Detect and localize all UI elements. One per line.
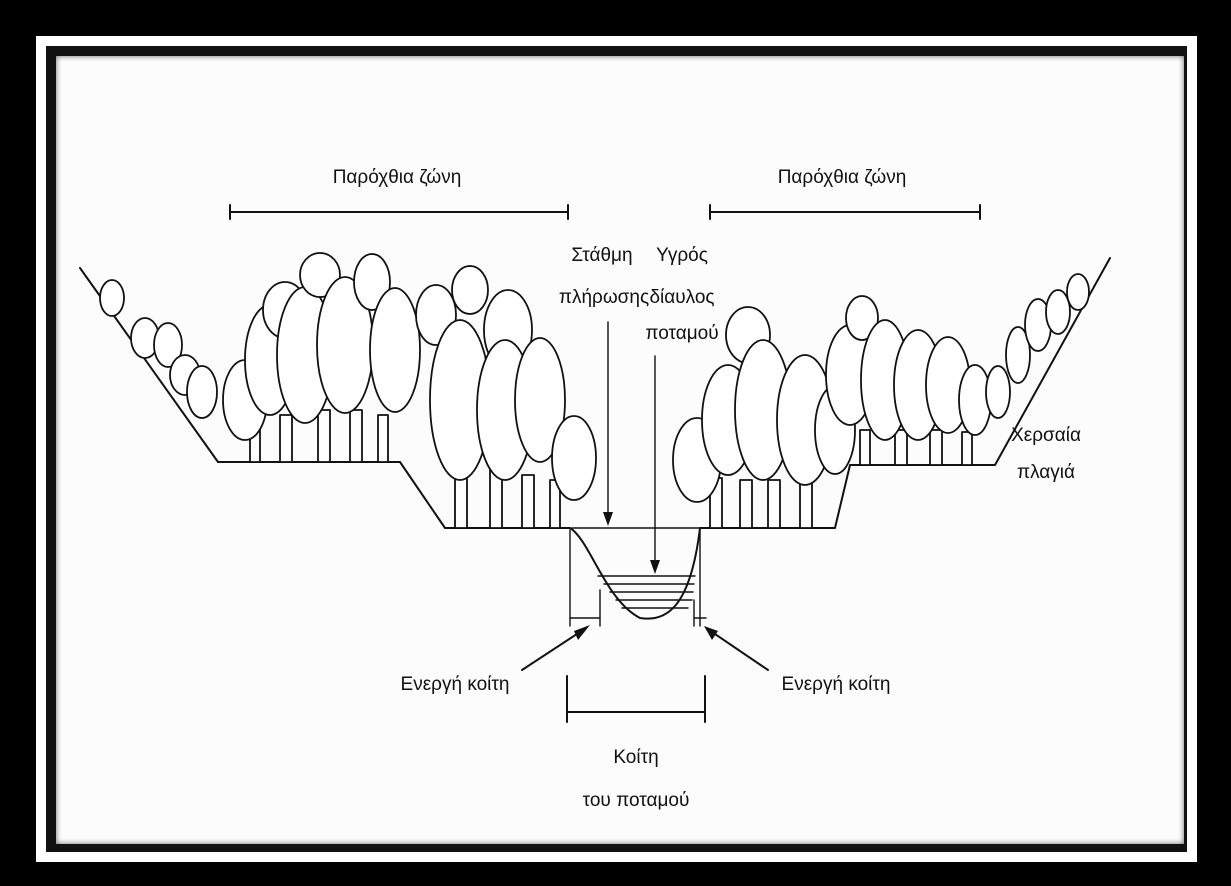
tree-group-left-terrace: [223, 253, 456, 462]
active-channel-markers: [570, 530, 706, 626]
tree-group-left-slope: [100, 280, 217, 418]
label-active-bank-left: Ενεργή κοίτη: [401, 674, 510, 695]
wetted-channel-arrow: [650, 356, 660, 574]
river-bed-span: [567, 676, 705, 722]
label-river-bed-1: Κοίτη: [613, 747, 658, 768]
riparian-span-right: [710, 205, 980, 219]
label-wetted-1: Υγρός: [656, 245, 708, 266]
label-riparian-left: Παρόχθια ζώνη: [333, 167, 462, 188]
label-upland-1: Χερσαία: [1011, 425, 1081, 446]
label-bankfull-1: Στάθμη: [571, 245, 632, 266]
terrain-profile: [80, 258, 1110, 619]
bankfull-arrow: [603, 322, 613, 526]
tree-group-right-slope: [986, 274, 1089, 418]
water-lines: [598, 576, 695, 608]
active-bank-arrow-right: [704, 626, 768, 670]
active-bank-arrow-left: [522, 625, 590, 670]
label-active-bank-right: Ενεργή κοίτη: [782, 674, 891, 695]
label-riparian-right: Παρόχθια ζώνη: [778, 167, 907, 188]
label-bankfull-2: πλήρωσης: [559, 287, 649, 308]
label-wetted-3: ποταμού: [645, 323, 718, 344]
label-wetted-2: δίαυλος: [649, 287, 714, 308]
label-upland-2: πλαγιά: [1017, 462, 1075, 483]
riparian-span-left: [230, 205, 568, 219]
label-river-bed-2: του ποταμού: [583, 790, 690, 811]
